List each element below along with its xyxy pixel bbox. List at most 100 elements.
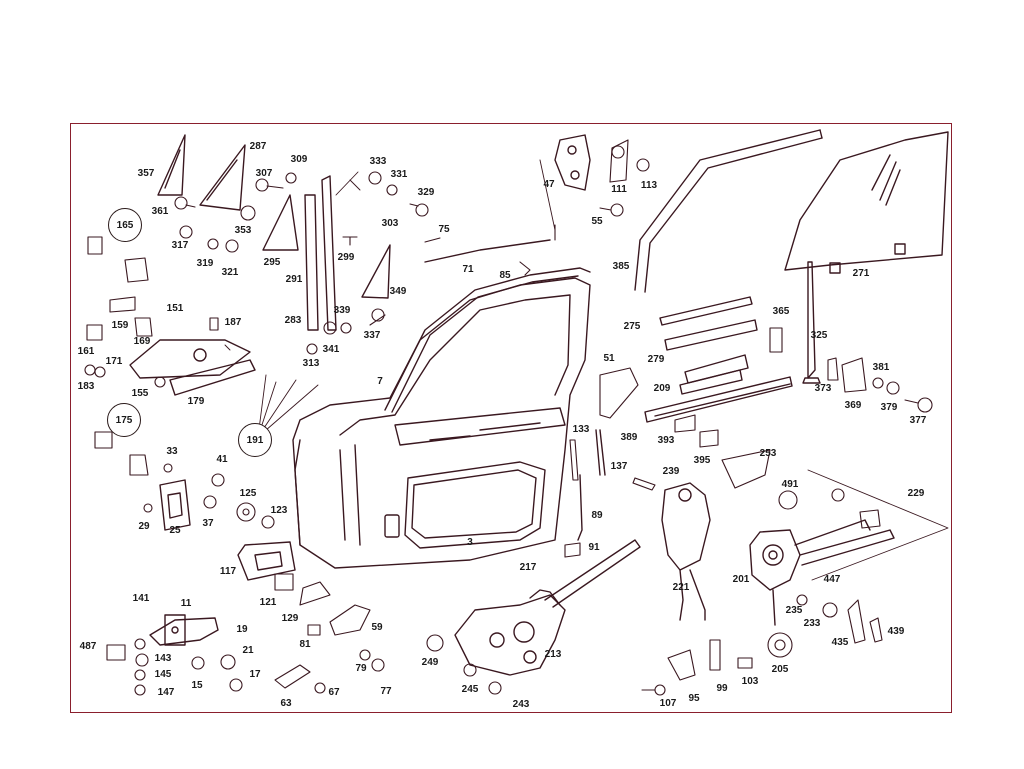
callout-91: 91	[588, 542, 600, 553]
callout-79: 79	[355, 663, 367, 674]
callout-357: 357	[137, 168, 155, 179]
callout-245: 245	[461, 684, 479, 695]
callout-353: 353	[234, 225, 252, 236]
callout-133: 133	[572, 424, 590, 435]
callout-313: 313	[302, 358, 320, 369]
callout-283: 283	[284, 315, 302, 326]
callout-99: 99	[716, 683, 728, 694]
callout-395: 395	[693, 455, 711, 466]
callout-369: 369	[844, 400, 862, 411]
callout-11: 11	[180, 598, 192, 609]
callout-161: 161	[77, 346, 95, 357]
inside-handle-part	[237, 541, 296, 581]
callout-325: 325	[810, 330, 828, 341]
callout-299: 299	[337, 252, 355, 263]
callout-21: 21	[242, 645, 254, 656]
callout-333: 333	[369, 156, 387, 167]
callout-249: 249	[421, 657, 439, 668]
callout-373: 373	[814, 383, 832, 394]
callout-63: 63	[280, 698, 292, 709]
callout-271: 271	[852, 268, 870, 279]
callout-15: 15	[191, 680, 203, 691]
callout-19: 19	[236, 624, 248, 635]
belt-line-seals-part	[644, 296, 793, 423]
callout-141: 141	[132, 593, 150, 604]
callout-205: 205	[771, 664, 789, 675]
callout-213: 213	[544, 649, 562, 660]
callout-253: 253	[759, 448, 777, 459]
callout-171: 171	[105, 356, 123, 367]
callout-7: 7	[377, 376, 383, 387]
callout-349: 349	[389, 286, 407, 297]
callout-439: 439	[887, 626, 905, 637]
callout-37: 37	[202, 518, 214, 529]
regulator-frame-part	[749, 519, 895, 626]
small-hardware-parts	[84, 139, 933, 696]
callout-291: 291	[285, 274, 303, 285]
callout-435: 435	[831, 637, 849, 648]
window-frame-seal-part	[384, 267, 591, 413]
callout-339: 339	[333, 305, 351, 316]
callout-183: 183	[77, 381, 95, 392]
callout-279: 279	[647, 354, 665, 365]
window-regulator-part	[454, 539, 641, 676]
door-lock-part	[159, 479, 191, 531]
callout-309: 309	[290, 154, 308, 165]
callout-275: 275	[623, 321, 641, 332]
callout-33: 33	[166, 446, 178, 457]
callout-209: 209	[653, 383, 671, 394]
vent-frame-parts	[157, 134, 299, 251]
window-glass-part	[784, 131, 949, 274]
callout-169: 169	[133, 336, 151, 347]
callout-295: 295	[263, 257, 281, 268]
callout-3: 3	[467, 537, 473, 548]
callout-137: 137	[610, 461, 628, 472]
callout-287: 287	[249, 141, 267, 152]
callout-491: 491	[781, 479, 799, 490]
callout-321: 321	[221, 267, 239, 278]
callout-389: 389	[620, 432, 638, 443]
callout-145: 145	[154, 669, 172, 680]
callout-121: 121	[259, 597, 277, 608]
callout-239: 239	[662, 466, 680, 477]
callout-117: 117	[219, 566, 237, 577]
callout-147: 147	[157, 687, 175, 698]
callout-233: 233	[803, 618, 821, 629]
callout-47: 47	[543, 179, 555, 190]
callout-51: 51	[603, 353, 615, 364]
lock-rods-part	[424, 239, 606, 541]
callout-81: 81	[299, 639, 311, 650]
callout-175: 175	[107, 403, 141, 437]
callout-17: 17	[249, 669, 261, 680]
callout-447: 447	[823, 574, 841, 585]
callout-85: 85	[499, 270, 511, 281]
callout-379: 379	[880, 402, 898, 413]
door-shell-part	[292, 277, 591, 569]
callout-55: 55	[591, 216, 603, 227]
window-channel-part	[634, 129, 823, 293]
callout-151: 151	[166, 303, 184, 314]
callout-487: 487	[79, 641, 97, 652]
corner-trim-part	[361, 244, 391, 299]
diagram-frame	[70, 123, 952, 713]
window-motor-part	[661, 482, 711, 621]
callout-67: 67	[328, 687, 340, 698]
callout-143: 143	[154, 653, 172, 664]
callout-341: 341	[322, 344, 340, 355]
callout-59: 59	[371, 622, 383, 633]
callout-191: 191	[238, 423, 272, 457]
callout-365: 365	[772, 306, 790, 317]
callout-201: 201	[732, 574, 750, 585]
callout-123: 123	[270, 505, 288, 516]
callout-77: 77	[380, 686, 392, 697]
callout-217: 217	[519, 562, 537, 573]
callout-243: 243	[512, 699, 530, 710]
door-hinge-part	[149, 614, 219, 646]
callout-393: 393	[657, 435, 675, 446]
callout-129: 129	[281, 613, 299, 624]
callout-89: 89	[591, 510, 603, 521]
callout-377: 377	[909, 415, 927, 426]
callout-125: 125	[239, 488, 257, 499]
